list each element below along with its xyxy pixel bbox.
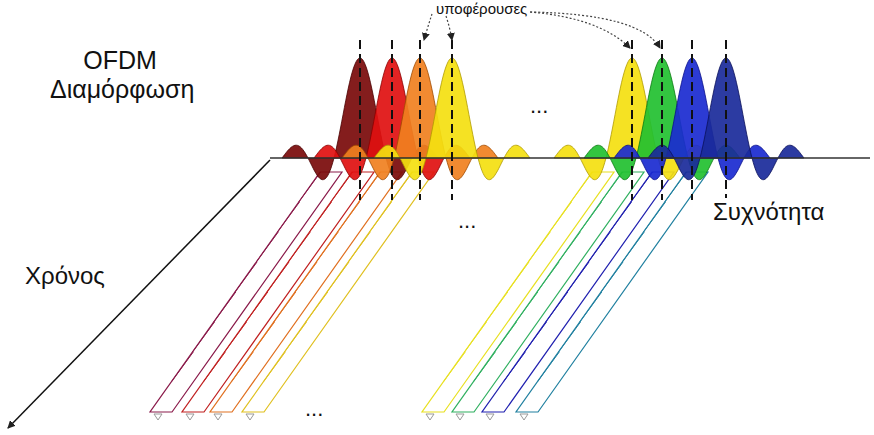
centre-dash-line <box>725 40 727 200</box>
time-axis <box>8 160 270 428</box>
symbol-cell-line <box>274 292 296 322</box>
symbol-cell-line <box>338 202 360 232</box>
symbol-cell-line <box>525 322 547 352</box>
symbol-cell-line <box>214 292 236 322</box>
symbol-cell-line <box>601 262 623 292</box>
centre-dash-line <box>359 40 361 200</box>
symbol-cell-line <box>537 262 559 292</box>
symbol-cell-line <box>580 202 602 232</box>
symbol-cell-line <box>331 172 353 202</box>
leader-line <box>530 12 660 48</box>
symbol-cell-line <box>631 172 653 202</box>
symbol-strip <box>210 172 402 412</box>
symbol-cell-line <box>246 292 268 322</box>
centre-dash-line <box>691 40 693 200</box>
leader-line <box>530 12 630 48</box>
subcarrier-centres <box>360 40 726 200</box>
symbol-cell-line <box>495 322 517 352</box>
symbol-cell-line <box>443 352 465 382</box>
symbol-cell-line <box>299 172 321 202</box>
symbol-cell-line <box>310 202 332 232</box>
symbol-cell-line <box>316 232 338 262</box>
symbol-cell-line <box>288 232 310 262</box>
centre-dash-line <box>391 40 393 200</box>
symbol-cell-line <box>528 232 550 262</box>
symbol-strip <box>452 172 644 412</box>
symbol-cell-line <box>193 322 215 352</box>
symbol-cell-line <box>580 292 602 322</box>
symbol-cell-line <box>171 352 193 382</box>
symbol-strip <box>182 172 374 412</box>
centre-dash-line <box>419 40 421 200</box>
symbol-strip <box>242 172 434 412</box>
symbol-cell-line <box>278 202 300 232</box>
time-frequency-grid <box>150 172 708 420</box>
symbol-cell-line <box>622 232 644 262</box>
symbol-cell-line <box>588 232 610 262</box>
symbol-cell-line <box>571 172 593 202</box>
symbol-cell-line <box>359 172 381 202</box>
symbol-cell-line <box>550 202 572 232</box>
symbol-cell-line <box>601 172 623 202</box>
symbol-cell-line <box>225 322 247 352</box>
symbol-cell-line <box>503 352 525 382</box>
ellipsis: ... <box>530 93 548 118</box>
frequency-label: Συχνότητα <box>710 198 827 226</box>
symbol-cell-line <box>348 232 370 262</box>
symbol-cell-line <box>263 352 285 382</box>
centre-dash-line <box>661 40 663 200</box>
leader-lines <box>424 12 660 48</box>
symbol-cell-line <box>567 262 589 292</box>
symbol-strip <box>150 172 342 412</box>
symbol-cell-line <box>644 202 666 232</box>
symbol-strip <box>516 172 708 412</box>
symbol-cell-line <box>295 262 317 292</box>
strip-arrow <box>486 414 494 420</box>
strip-arrow <box>186 414 194 420</box>
leader-line <box>446 16 452 40</box>
symbol-cell-line <box>203 352 225 382</box>
symbol-cell-line <box>465 322 487 352</box>
symbol-strip <box>482 172 674 412</box>
symbol-cell-line <box>253 322 275 352</box>
centre-dash-line <box>631 40 633 200</box>
symbol-cell-line <box>559 322 581 352</box>
modulation-title: OFDM Διαμόρφωση <box>50 46 190 104</box>
symbol-cell-line <box>370 202 392 232</box>
centre-dash-line <box>451 40 453 200</box>
leader-line <box>424 14 432 40</box>
symbol-cell-line <box>327 262 349 292</box>
symbol-cell-line <box>610 202 632 232</box>
symbol-cell-line <box>256 232 278 262</box>
strip-arrow <box>214 414 222 420</box>
symbol-cell-line <box>486 292 508 322</box>
time-label: Χρόνος <box>22 262 108 290</box>
symbol-cell-line <box>306 292 328 322</box>
strip-arrow <box>520 414 528 420</box>
symbol-cell-line <box>507 262 529 292</box>
symbol-cell-line <box>235 262 257 292</box>
symbol-cell-line <box>285 322 307 352</box>
symbol-cell-line <box>516 292 538 322</box>
subcarrier-label: υποφέρουσες <box>436 0 527 17</box>
symbol-cell-line <box>267 262 289 292</box>
symbol-cell-line <box>558 232 580 262</box>
strip-arrow <box>246 414 254 420</box>
strip-arrow <box>456 414 464 420</box>
symbol-cell-line <box>473 352 495 382</box>
symbol-cell-line <box>546 292 568 322</box>
strip-arrow <box>154 414 162 420</box>
ellipsis: ... <box>455 208 479 233</box>
symbol-strip <box>422 172 614 412</box>
symbol-cell-line <box>537 352 559 382</box>
ellipsis: ... <box>302 396 326 421</box>
strip-arrow <box>426 414 434 420</box>
symbol-cell-line <box>231 352 253 382</box>
